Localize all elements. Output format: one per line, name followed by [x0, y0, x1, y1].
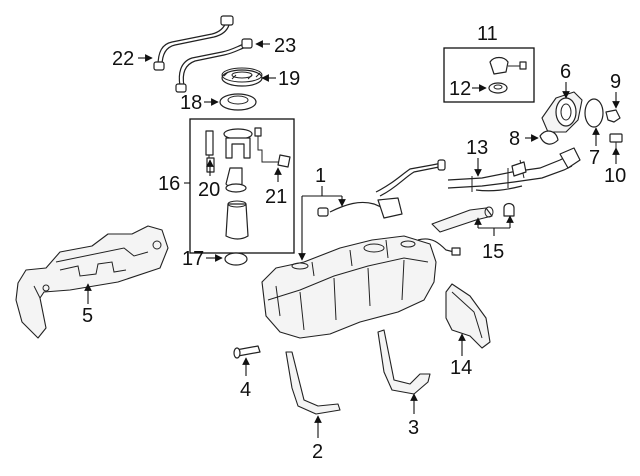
tank-vent-tube-drawing [317, 159, 446, 219]
fuel-tank-drawing [261, 235, 461, 339]
callout-11: 11 [477, 23, 498, 45]
fuel-pump-group-frame [189, 118, 295, 254]
bolt-10-drawing [609, 133, 623, 148]
callout-17: 17 [182, 248, 204, 270]
vapor-line-22-drawing [153, 15, 234, 71]
strap-2-drawing [285, 351, 341, 415]
heat-shield-drawing [15, 225, 169, 339]
housing-gasket-drawing [584, 98, 604, 128]
callout-9: 9 [610, 71, 621, 93]
callout-7: 7 [589, 147, 600, 169]
tank-shield-edge [451, 291, 483, 339]
clip-drawing [605, 109, 621, 123]
callout-1: 1 [315, 165, 326, 187]
callout-20: 20 [198, 179, 220, 201]
callout-21: 21 [265, 186, 287, 208]
lock-ring-drawing [221, 67, 263, 87]
callout-23: 23 [274, 35, 296, 57]
vapor-line-23-drawing [175, 38, 253, 93]
callout-19: 19 [278, 68, 300, 90]
seal-drawing [539, 130, 559, 145]
gasket-drawing [219, 93, 257, 111]
callout-14: 14 [450, 357, 472, 379]
callout-18: 18 [180, 92, 202, 114]
inlet-valve-group-frame [443, 47, 535, 103]
callout-8: 8 [509, 128, 520, 150]
callout-5: 5 [82, 305, 93, 327]
tank-shield-drawing [445, 283, 491, 349]
filler-pipe-drawing [447, 147, 581, 192]
callout-3: 3 [408, 417, 419, 439]
callout-2: 2 [312, 441, 323, 463]
bolt-4-drawing [233, 345, 261, 359]
callout-labels: 1 2 3 4 5 6 7 8 9 10 11 12 13 14 15 16 1… [82, 23, 626, 463]
filler-hose-drawing [431, 202, 515, 233]
strap-3-drawing [377, 329, 431, 395]
callout-10: 10 [604, 165, 626, 187]
o-ring-drawing [224, 252, 248, 266]
callout-16: 16 [158, 173, 180, 195]
callout-6: 6 [560, 61, 571, 83]
filler-housing-drawing [541, 91, 583, 133]
callout-15: 15 [482, 241, 504, 263]
callout-4: 4 [240, 379, 251, 401]
callout-13: 13 [466, 137, 488, 159]
callout-12: 12 [449, 78, 471, 100]
callout-22: 22 [112, 48, 134, 70]
leader-lines [84, 40, 620, 438]
inlet-valve-drawing [488, 56, 527, 94]
